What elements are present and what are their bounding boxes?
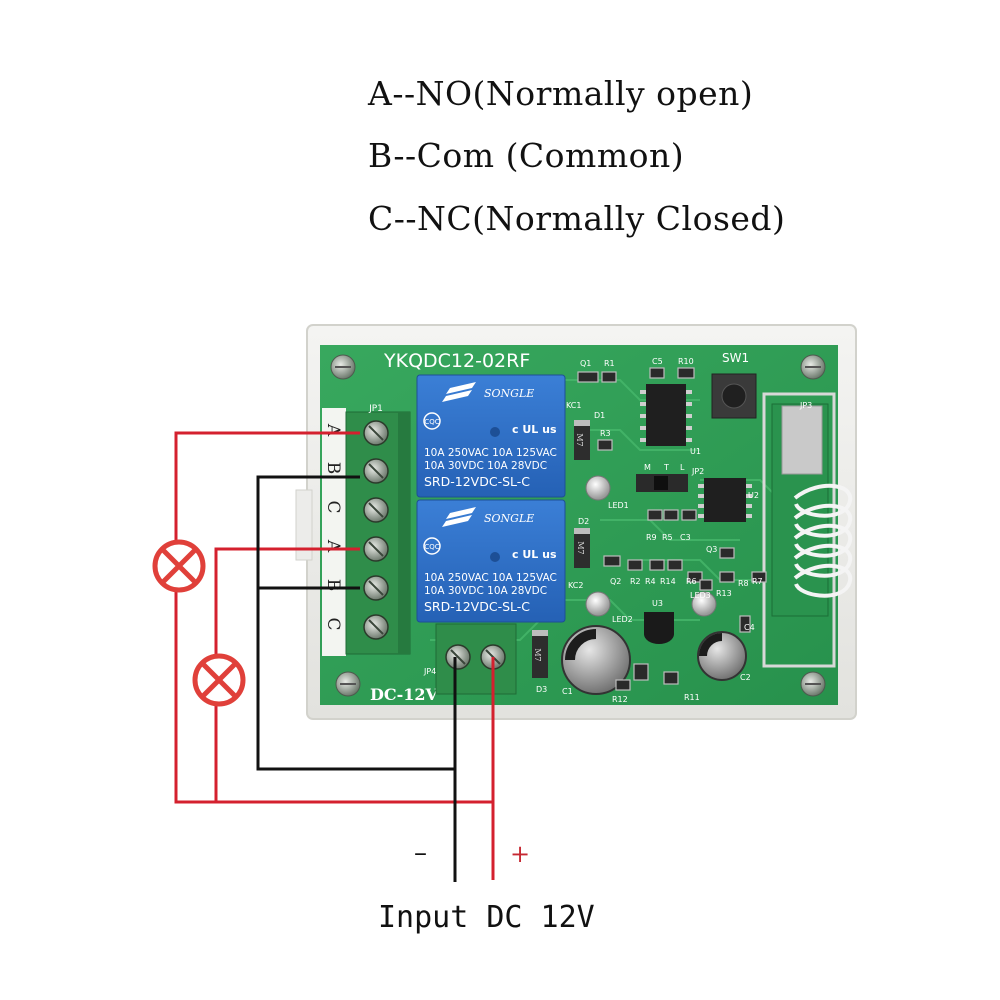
label-r7: R7 [752, 577, 763, 586]
terminal-letter-1: A [323, 423, 343, 437]
svg-text:M7: M7 [533, 648, 542, 661]
board-model-label: YKQDC12-02RF [383, 350, 530, 372]
label-jp2: JP2 [691, 467, 704, 476]
label-led2: LED2 [612, 615, 633, 624]
label-u1: U1 [690, 447, 701, 456]
wires-black [256, 475, 457, 882]
input-dc-label: Input DC 12V [378, 900, 595, 935]
relay-1-model: SRD-12VDC-SL-C [424, 474, 530, 489]
legend-nc: C--NC(Normally Closed) [368, 199, 786, 238]
label-r5: R5 [662, 533, 673, 542]
relay-1-ul: c UL us [512, 423, 557, 436]
svg-text:M7: M7 [575, 433, 584, 446]
terminal-letter-2: B [323, 462, 343, 475]
label-r14: R14 [660, 577, 676, 586]
label-c1: C1 [562, 687, 573, 696]
relay-2-ul: c UL us [512, 548, 557, 561]
relay-2-cert: CQC [424, 543, 439, 551]
led-2 [585, 591, 611, 617]
legend-no: A--NO(Normally open) [368, 74, 754, 113]
label-led3: LED3 [690, 591, 711, 600]
label-r6: R6 [686, 577, 697, 586]
positive-label: + [510, 840, 531, 868]
label-c3: C3 [680, 533, 691, 542]
label-r3: R3 [600, 429, 611, 438]
legend-com: B--Com (Common) [368, 136, 685, 175]
label-d2: D2 [578, 517, 589, 526]
label-r1: R1 [604, 359, 615, 368]
power-label: DC-12V [370, 685, 439, 704]
diode-d3: M7 [532, 630, 548, 678]
svg-text:M7: M7 [576, 541, 585, 554]
led-1 [585, 475, 611, 501]
relay-1-cert: CQC [424, 418, 439, 426]
relay-2-rating-2: 10A 30VDC 10A 28VDC [424, 585, 547, 597]
lamp-2-icon [192, 653, 246, 707]
relay-1: SONGLE CQC c UL us 10A 250VAC 10A 125VAC… [416, 374, 566, 498]
label-r13: R13 [716, 589, 732, 598]
ic-u1 [640, 384, 692, 446]
relay-1-rating-2: 10A 30VDC 10A 28VDC [424, 460, 547, 472]
label-d1: D1 [594, 411, 605, 420]
mounting-screw-br [800, 671, 826, 697]
capacitor-c1 [561, 625, 631, 695]
label-t: T [663, 463, 669, 472]
relay-1-rating-1: 10A 250VAC 10A 125VAC [424, 447, 557, 459]
capacitor-c2 [697, 631, 747, 681]
label-sw1: SW1 [722, 351, 749, 365]
smd-components [577, 367, 767, 691]
relay-2: SONGLE CQC c UL us 10A 250VAC 10A 125VAC… [416, 499, 566, 623]
label-r10: R10 [678, 357, 694, 366]
label-led1: LED1 [608, 501, 629, 510]
label-r9: R9 [646, 533, 657, 542]
label-r4: R4 [645, 577, 656, 586]
diode-d2: M7 [574, 528, 590, 568]
antenna-coil [793, 483, 853, 598]
label-kc1: KC1 [566, 401, 581, 410]
regulator-u3 [644, 612, 674, 644]
led-3 [691, 591, 717, 617]
button-sw1 [711, 373, 757, 419]
diode-d1: M7 [574, 420, 590, 460]
mounting-screw-bl [335, 671, 361, 697]
relay-2-brand: SONGLE [484, 512, 534, 525]
label-u3: U3 [652, 599, 663, 608]
negative-label: – [414, 838, 427, 868]
label-q1: Q1 [580, 359, 591, 368]
label-kc2: KC2 [568, 581, 583, 590]
label-c4: C4 [744, 623, 755, 632]
terminal-letter-6: C [323, 617, 343, 630]
wires-red [174, 431, 495, 880]
relay-2-model: SRD-12VDC-SL-C [424, 599, 530, 614]
label-c2: C2 [740, 673, 751, 682]
label-jp1: JP1 [368, 404, 383, 414]
terminal-letter-strip: A B C A B C [322, 408, 346, 656]
terminal-letter-4: A [323, 539, 343, 553]
label-q2: Q2 [610, 577, 621, 586]
label-m: M [644, 463, 651, 472]
relay-2-rating-1: 10A 250VAC 10A 125VAC [424, 572, 557, 584]
mounting-screw-tr [800, 354, 826, 380]
label-r8: R8 [738, 579, 749, 588]
label-r11: R11 [684, 693, 700, 702]
label-d3: D3 [536, 685, 547, 694]
label-jp3: JP3 [799, 401, 812, 410]
label-jp4: JP4 [423, 667, 436, 676]
lamp-1-icon [152, 539, 206, 593]
label-u2: U2 [748, 491, 759, 500]
label-c5: C5 [652, 357, 663, 366]
label-r12: R12 [612, 695, 628, 704]
terminal-block-jp4 [435, 623, 517, 695]
terminal-block-jp1 [345, 411, 411, 655]
terminal-letter-3: C [323, 500, 343, 513]
label-q3: Q3 [706, 545, 717, 554]
mounting-screw-tl [330, 354, 356, 380]
relay-1-brand: SONGLE [484, 387, 534, 400]
label-l: L [680, 463, 685, 472]
label-r2: R2 [630, 577, 641, 586]
ic-u2 [698, 478, 752, 522]
jumper-jp2 [636, 474, 688, 492]
